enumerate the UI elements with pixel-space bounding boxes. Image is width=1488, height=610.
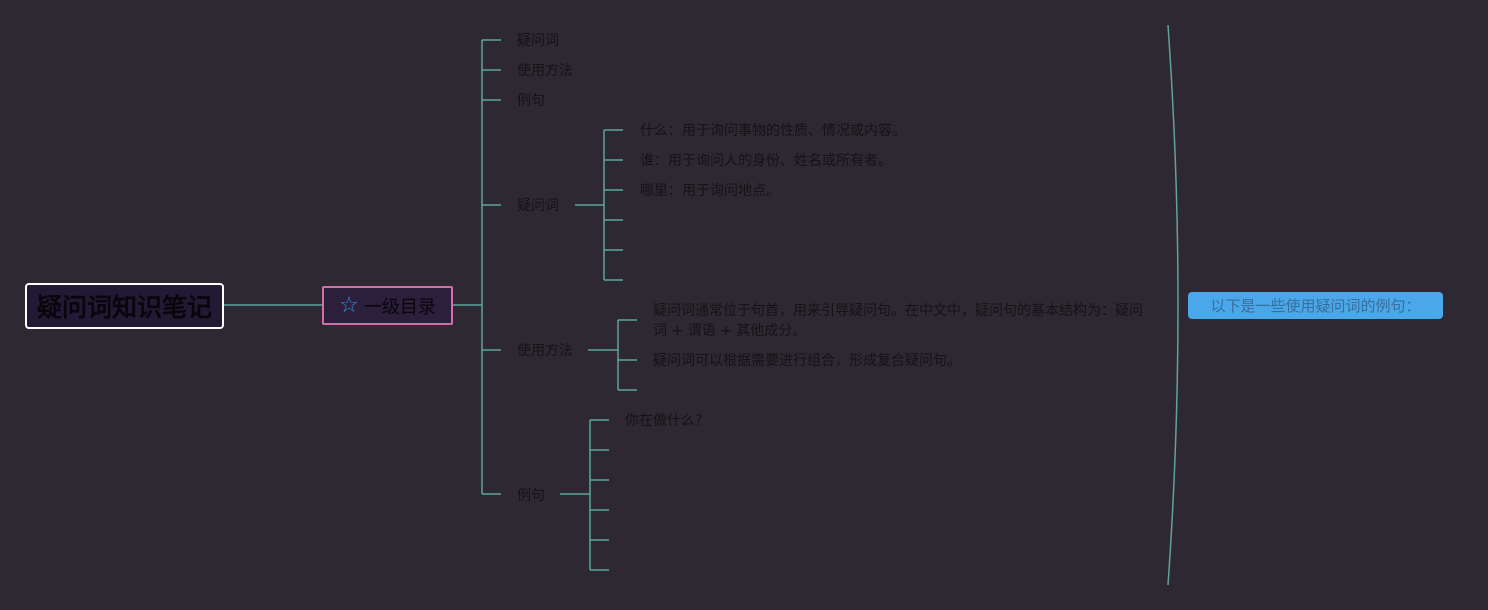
root-topic[interactable]: 疑问词知识笔记 [25,283,224,329]
star-icon: ☆ [339,292,359,318]
section-title-3[interactable]: 例句 [517,488,545,504]
level1-topic[interactable]: ☆ 一级目录 [322,286,453,325]
s3-item-1[interactable]: 你在做什么？ [625,413,709,429]
s1-item-3[interactable]: 哪里：用于询问地点。 [640,183,780,199]
toc-item-2[interactable]: 使用方法 [517,63,573,79]
s2-item-2[interactable]: 疑问词可以根据需要进行组合，形成复合疑问句。 [653,353,961,369]
level1-topic-label: 一级目录 [363,296,436,318]
summary-bracket [1167,24,1179,586]
section-title-1[interactable]: 疑问词 [517,198,559,214]
toc-item-3[interactable]: 例句 [517,93,545,109]
s1-item-1[interactable]: 什么：用于询问事物的性质、情况或内容。 [640,123,906,139]
root-topic-label: 疑问词知识笔记 [36,293,212,322]
s1-item-2[interactable]: 谁：用于询问人的身份、姓名或所有者。 [640,153,892,169]
s2-item-1[interactable]: 疑问词通常位于句首，用来引导疑问句。在中文中，疑问句的基本结构为：疑问词 + 谓… [653,303,1143,339]
summary-topic-label: 以下是一些使用疑问词的例句： [1210,297,1421,315]
toc-item-1[interactable]: 疑问词 [517,33,559,49]
section-title-2[interactable]: 使用方法 [517,343,573,359]
summary-topic[interactable]: 以下是一些使用疑问词的例句： [1188,292,1443,319]
